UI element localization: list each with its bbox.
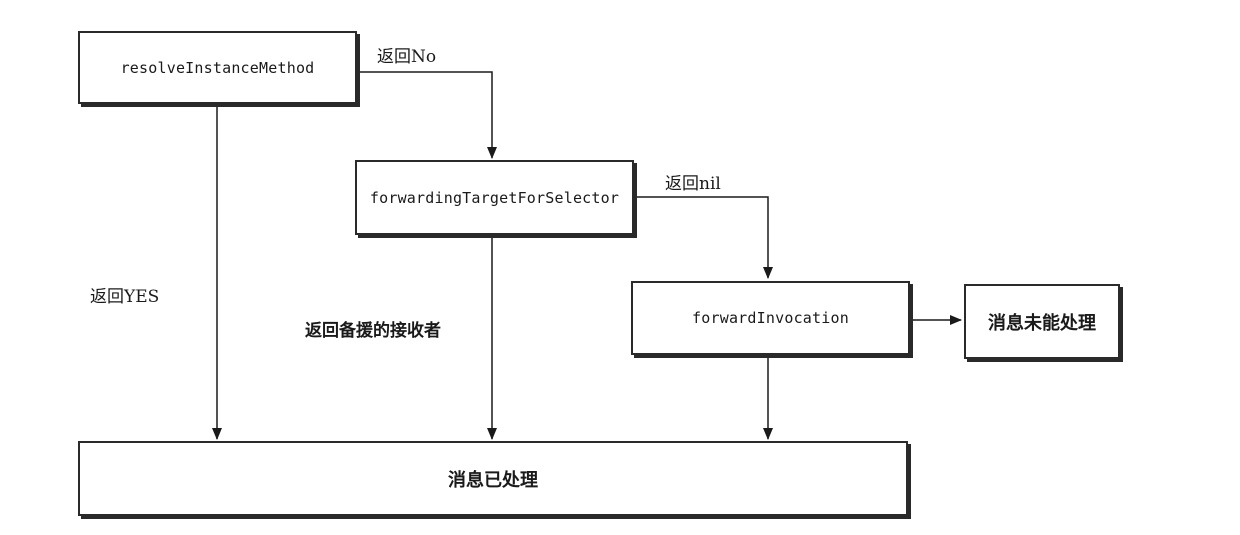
resolve-instance-method-box: resolveInstanceMethod <box>78 31 357 104</box>
forward-invocation-box: forwardInvocation <box>631 281 910 355</box>
edge-label-return-backup-receiver: 返回备援的接收者 <box>305 321 441 341</box>
forwarding-target-for-selector-label: forwardingTargetForSelector <box>369 188 620 207</box>
edge-label-return-yes: 返回YES <box>90 287 160 307</box>
message-handled-box: 消息已处理 <box>78 441 908 516</box>
edge-label-return-nil: 返回nil <box>665 174 721 194</box>
message-unhandled-label: 消息未能处理 <box>988 312 1096 334</box>
message-handled-label: 消息已处理 <box>448 469 538 491</box>
forward-invocation-label: forwardInvocation <box>692 309 849 327</box>
forwarding-target-for-selector-box: forwardingTargetForSelector <box>355 160 634 235</box>
resolve-instance-method-label: resolveInstanceMethod <box>120 58 315 77</box>
arrow-resolve-to-forwarding-target <box>357 71 497 159</box>
edge-label-return-no: 返回No <box>377 47 437 67</box>
arrow-forwarding-target-to-forward-invocation <box>634 196 773 279</box>
message-unhandled-box: 消息未能处理 <box>964 284 1120 359</box>
